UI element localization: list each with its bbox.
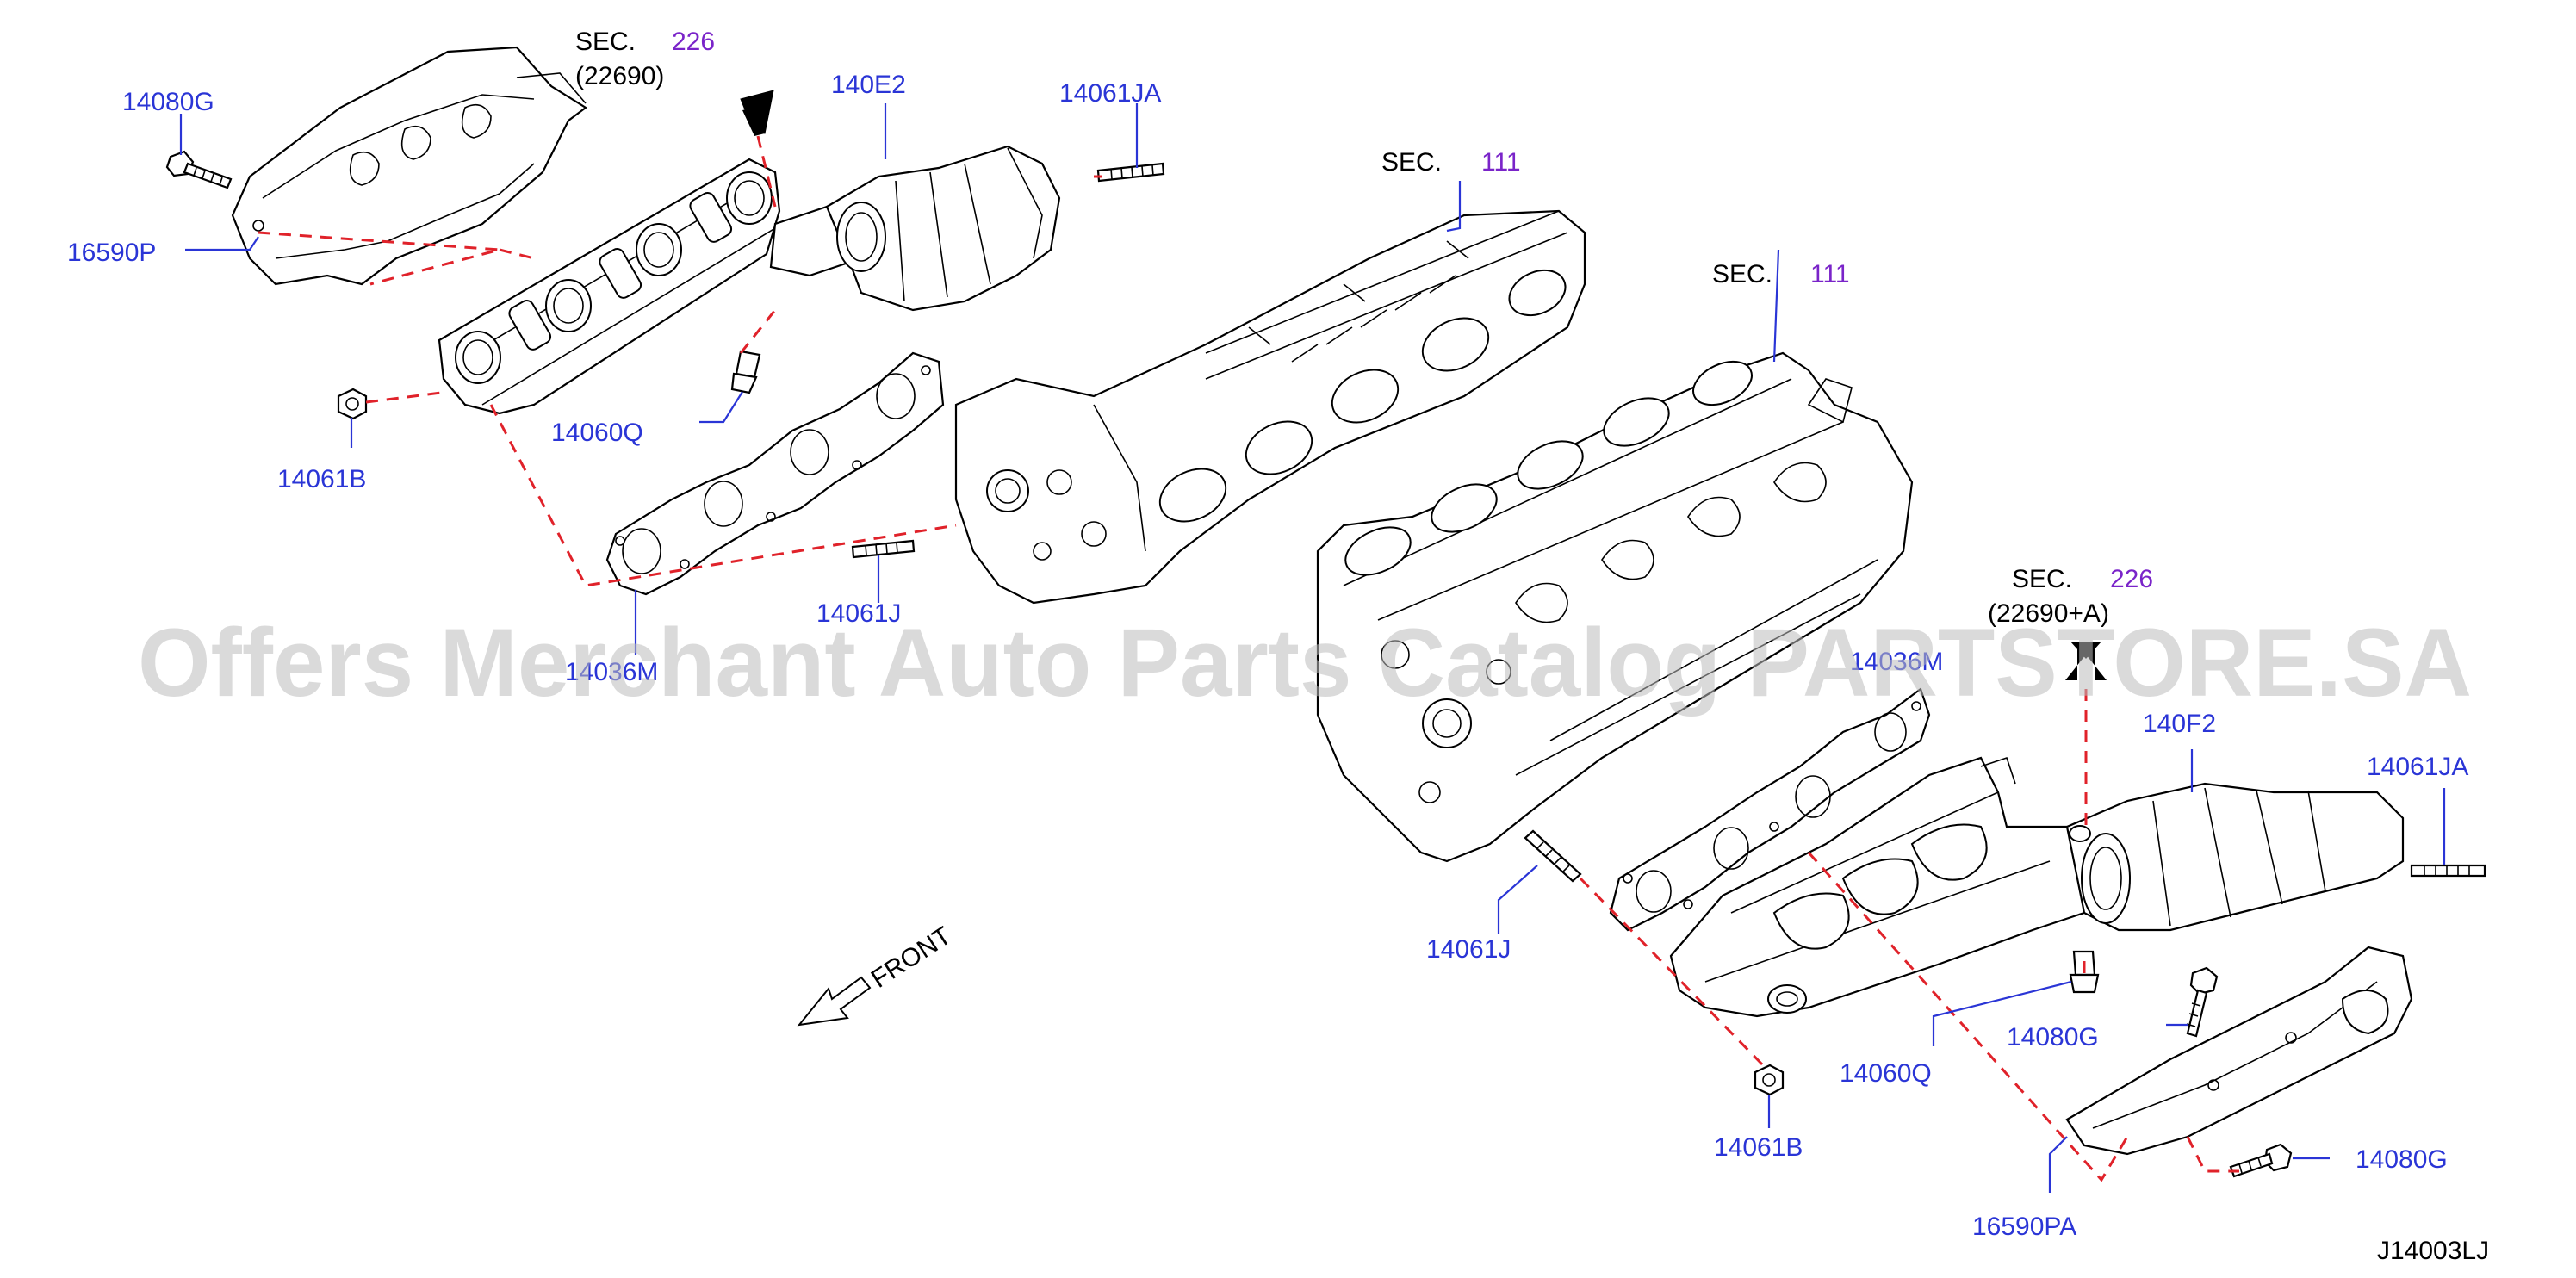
sec-ref-226-right[interactable]: SEC. 226 (22690+A) [1988,565,2153,628]
bolt-14080G-right[interactable] [2229,1143,2293,1178]
sec-sub: (22690) [575,62,664,90]
sec-prefix: SEC. [575,28,636,56]
sec-ref-111-right[interactable]: SEC. 111 [1712,260,1850,288]
stud-14061J-left[interactable] [851,539,916,559]
sec-number[interactable]: 226 [2110,565,2153,593]
stud-14061J-right[interactable] [1524,829,1582,883]
exhaust-manifold-right[interactable] [1669,756,2086,1018]
watermark: Offers Merchant Auto Parts Catalog PARTS… [138,609,2472,717]
callout-140E2[interactable]: 140E2 [831,71,906,99]
sec-prefix: SEC. [2012,565,2072,593]
sec-number[interactable]: 226 [672,28,715,56]
callout-140F2[interactable]: 140F2 [2143,710,2216,738]
catalytic-converter-left[interactable] [825,145,1061,312]
sec-number[interactable]: 111 [1810,260,1850,288]
front-label: FRONT [866,921,957,994]
diagram-code: J14003LJ [2377,1237,2489,1265]
cylinder-head-right[interactable] [1316,351,1914,863]
sec-number[interactable]: 111 [1481,148,1521,177]
callout-16590PA[interactable]: 16590PA [1972,1213,2076,1241]
callout-16590P[interactable]: 16590P [67,239,156,267]
leader-lines [179,103,2446,1193]
callout-14036M-left[interactable]: 14036M [565,658,658,686]
sec-sub: (22690+A) [1988,599,2109,628]
callout-14080G-right[interactable]: 14080G [2356,1145,2448,1174]
alignment-lines [258,135,2239,1182]
nut-14061B-left[interactable] [337,388,368,420]
callout-14061B-left[interactable]: 14061B [277,465,366,493]
callout-14060Q-left[interactable]: 14060Q [551,419,643,447]
callout-14080G-left[interactable]: 14080G [122,88,214,116]
cylinder-head-left[interactable] [954,209,1586,605]
sec-ref-111-left[interactable]: SEC. 111 [1381,148,1521,177]
arrow-to-sec-226-left [740,90,774,136]
bolt-14080G-left[interactable] [165,150,233,189]
stud-14061JA-right[interactable] [2410,864,2486,878]
callout-14061B-right[interactable]: 14061B [1714,1133,1803,1162]
front-direction-indicator: FRONT [797,921,957,1027]
callout-14060Q-right[interactable]: 14060Q [1840,1059,1932,1088]
sec-prefix: SEC. [1712,260,1772,288]
callout-14061JA-right[interactable]: 14061JA [2367,753,2468,781]
sec-prefix: SEC. [1381,148,1442,177]
stud-14061JA-left[interactable] [1096,162,1165,183]
callout-14080G-mid[interactable]: 14080G [2007,1023,2099,1052]
callout-14061J-left[interactable]: 14061J [816,599,901,628]
bolt-14080G-mid[interactable] [2186,966,2219,1038]
callout-14061J-right[interactable]: 14061J [1426,935,1511,964]
nut-14061B-right[interactable] [1754,1064,1785,1096]
callout-14061JA-left[interactable]: 14061JA [1059,79,1161,108]
callout-14036M-right[interactable]: 14036M [1850,648,1943,676]
heat-shield-left[interactable] [231,46,587,286]
sec-ref-226-left[interactable]: SEC. 226 (22690) [575,28,715,90]
gasket-14036M-right[interactable] [1609,687,1931,932]
exhaust-manifold-left[interactable] [438,158,863,415]
sensor-14060Q-left[interactable] [730,350,761,394]
heat-shield-right[interactable] [2065,946,2413,1156]
catalytic-converter-right[interactable] [2065,782,2405,932]
arrow-to-sec-226-right [2065,642,2107,680]
gasket-14036M-left[interactable] [605,351,945,596]
